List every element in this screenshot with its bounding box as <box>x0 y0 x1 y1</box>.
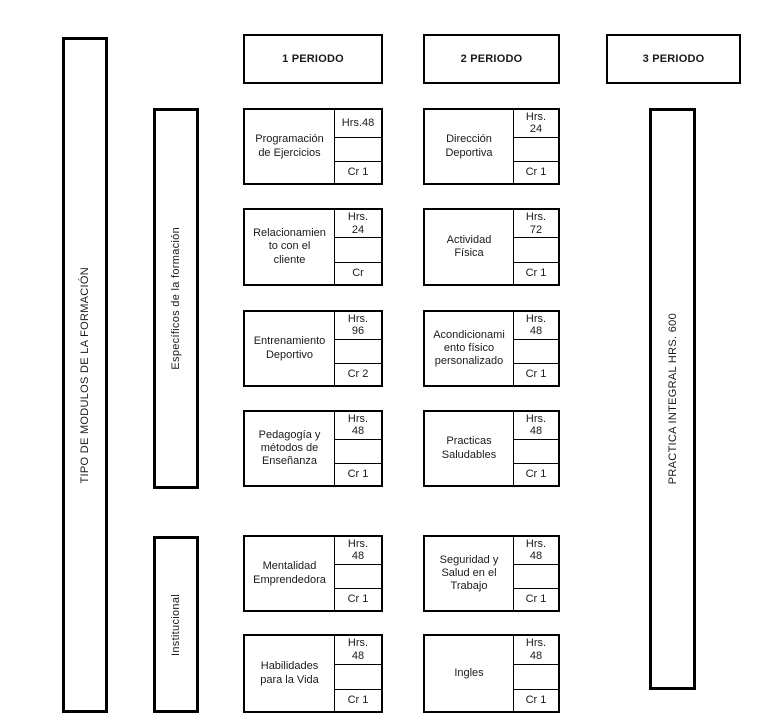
module-hours: Hrs. 48 <box>514 412 558 440</box>
module-values: Hrs. 24 Cr 1 <box>513 110 558 183</box>
modules-type-label: TIPO DE MODULOS DE LA FORMACIÓN <box>79 266 91 484</box>
module-empty-cell <box>335 238 381 264</box>
module-name: Pedagogía y métodos de Enseñanza <box>258 428 321 468</box>
module-credits: Cr 1 <box>525 593 547 606</box>
module-empty-cell <box>335 565 381 590</box>
module-empty-cell <box>335 340 381 365</box>
module-empty-cell <box>335 665 381 690</box>
module-hours: Hrs. 24 <box>514 110 558 138</box>
period-2-label: 2 PERIODO <box>460 53 523 65</box>
module-empty-cell <box>514 238 558 264</box>
module-box-actividad-fisica: Actividad Física Hrs. 72 Cr 1 <box>423 208 560 286</box>
module-hours: Hrs. 48 <box>335 636 381 665</box>
module-empty-cell <box>335 440 381 465</box>
module-empty-cell <box>514 565 558 590</box>
module-name: Dirección Deportiva <box>445 133 493 159</box>
module-values: Hrs. 48 Cr 1 <box>334 412 381 485</box>
period-1-header: 1 PERIODO <box>243 34 383 84</box>
module-hours: Hrs. 72 <box>514 210 558 239</box>
module-credits: Cr 2 <box>347 368 369 381</box>
practica-integral-bar: PRACTICA INTEGRAL HRS. 600 <box>649 108 696 690</box>
module-name: Actividad Física <box>446 233 492 259</box>
module-box-pedagogia-metodos: Pedagogía y métodos de Enseñanza Hrs. 48… <box>243 410 383 487</box>
module-values: Hrs. 48 Cr 1 <box>513 312 558 385</box>
module-values: Hrs. 48 Cr 1 <box>334 537 381 610</box>
especificos-formacion-bar: Específicos de la formación <box>153 108 199 489</box>
module-hours: Hrs. 24 <box>335 210 381 239</box>
module-box-habilidades-vida: Habilidades para la Vida Hrs. 48 Cr 1 <box>243 634 383 713</box>
module-name: Practicas Saludables <box>441 435 497 461</box>
module-hours: Hrs. 48 <box>514 636 558 665</box>
module-empty-cell <box>514 138 558 163</box>
practica-integral-label: PRACTICA INTEGRAL HRS. 600 <box>666 313 679 485</box>
module-box-entrenamiento-deportivo: Entrenamiento Deportivo Hrs. 96 Cr 2 <box>243 310 383 387</box>
module-values: Hrs. 72 Cr 1 <box>513 210 558 284</box>
module-values: Hrs. 48 Cr 1 <box>513 636 558 711</box>
institucional-bar: Institucional <box>153 536 199 713</box>
module-box-acondicionamiento-fisico: Acondicionami ento físico personalizado … <box>423 310 560 387</box>
module-name: Mentalidad Emprendedora <box>253 560 326 586</box>
module-box-practicas-saludables: Practicas Saludables Hrs. 48 Cr 1 <box>423 410 560 487</box>
period-3-header: 3 PERIODO <box>606 34 741 84</box>
module-empty-cell <box>514 665 558 690</box>
especificos-formacion-label: Específicos de la formación <box>170 227 182 370</box>
module-name: Acondicionami ento físico personalizado <box>433 328 505 368</box>
period-3-label: 3 PERIODO <box>642 53 705 65</box>
module-credits: Cr 1 <box>347 166 369 179</box>
module-values: Hrs. 96 Cr 2 <box>334 312 381 385</box>
module-hours: Hrs. 96 <box>335 312 381 340</box>
module-name: Entrenamiento Deportivo <box>253 335 326 361</box>
module-box-programacion-ejercicios: Programación de Ejercicios Hrs.48 Cr 1 <box>243 108 383 185</box>
institucional-label: Institucional <box>170 593 182 656</box>
module-name: Programación de Ejercicios <box>255 133 324 159</box>
module-credits: Cr 1 <box>347 694 369 707</box>
modules-type-bar: TIPO DE MODULOS DE LA FORMACIÓN <box>62 37 108 713</box>
module-box-relacionamiento-cliente: Relacionamien to con el cliente Hrs. 24 … <box>243 208 383 286</box>
module-credits: Cr 1 <box>347 468 369 481</box>
module-box-seguridad-salud-trabajo: Seguridad y Salud en el Trabajo Hrs. 48 … <box>423 535 560 612</box>
module-hours: Hrs. 48 <box>335 412 381 440</box>
module-name: Seguridad y Salud en el Trabajo <box>439 553 499 593</box>
module-hours: Hrs. 48 <box>514 537 558 565</box>
module-values: Hrs. 48 Cr 1 <box>513 412 558 485</box>
module-empty-cell <box>335 138 381 163</box>
module-hours: Hrs.48 <box>335 110 381 138</box>
module-empty-cell <box>514 440 558 465</box>
module-name: Ingles <box>454 666 484 679</box>
module-empty-cell <box>514 340 558 365</box>
module-credits: Cr 1 <box>525 694 547 707</box>
module-credits: Cr 1 <box>525 368 547 381</box>
module-credits: Cr <box>352 267 364 280</box>
module-credits: Cr 1 <box>525 166 547 179</box>
module-box-ingles: Ingles Hrs. 48 Cr 1 <box>423 634 560 713</box>
period-1-label: 1 PERIODO <box>282 53 344 65</box>
module-box-direccion-deportiva: Dirección Deportiva Hrs. 24 Cr 1 <box>423 108 560 185</box>
period-2-header: 2 PERIODO <box>423 34 560 84</box>
module-credits: Cr 1 <box>525 468 547 481</box>
module-values: Hrs. 48 Cr 1 <box>513 537 558 610</box>
module-credits: Cr 1 <box>347 593 369 606</box>
module-values: Hrs. 48 Cr 1 <box>334 636 381 711</box>
module-credits: Cr 1 <box>525 267 547 280</box>
module-name: Habilidades para la Vida <box>260 660 319 686</box>
module-values: Hrs. 24 Cr <box>334 210 381 284</box>
module-values: Hrs.48 Cr 1 <box>334 110 381 183</box>
module-hours: Hrs. 48 <box>335 537 381 565</box>
module-name: Relacionamien to con el cliente <box>253 227 326 266</box>
module-box-mentalidad-emprendedora: Mentalidad Emprendedora Hrs. 48 Cr 1 <box>243 535 383 612</box>
module-hours: Hrs. 48 <box>514 312 558 340</box>
